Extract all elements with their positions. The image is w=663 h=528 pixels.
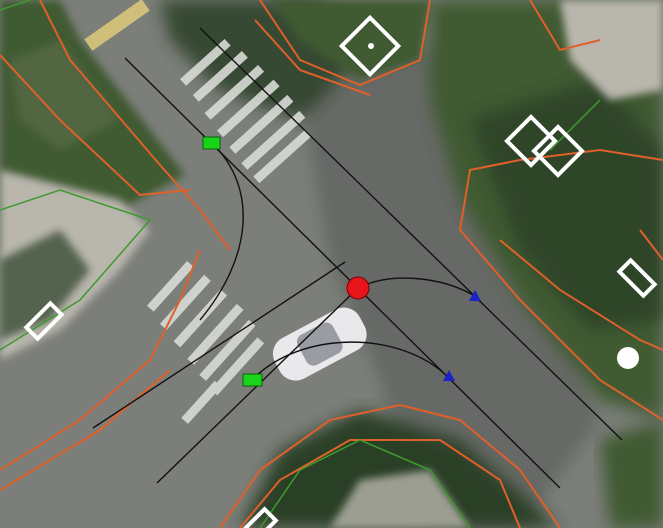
axis-line-c <box>92 261 346 429</box>
axis-line-a <box>124 57 561 489</box>
trees-right-dark <box>470 80 663 330</box>
white-diamond-icon[interactable] <box>243 506 279 528</box>
white-dot-icon[interactable] <box>368 43 374 49</box>
road-curves <box>199 142 476 381</box>
trees-bottom-right <box>600 420 663 528</box>
point-symbols[interactable] <box>23 14 658 528</box>
curve-center-right <box>357 277 476 297</box>
green-rectangle-icon[interactable] <box>202 136 221 150</box>
shadow-area <box>300 40 600 528</box>
axis-line-b <box>199 27 623 441</box>
building-bottom <box>330 470 470 528</box>
garden-top-left <box>10 40 120 150</box>
crosswalk-bottom <box>146 261 265 424</box>
block-left-trees <box>0 230 90 340</box>
white-diamond-icon[interactable] <box>531 124 585 178</box>
parked-car <box>272 307 367 381</box>
crosswalk-top <box>180 38 312 184</box>
curve-top-left <box>199 142 244 321</box>
building-top-right <box>560 0 663 100</box>
curve-markers[interactable] <box>202 136 481 387</box>
blue-triangle-icon[interactable] <box>443 370 455 381</box>
green-rectangle-icon[interactable] <box>242 373 263 387</box>
white-dot-icon[interactable] <box>617 347 639 369</box>
curve-lower <box>251 341 449 381</box>
curb-marking <box>84 0 150 51</box>
white-diamond-icon[interactable] <box>338 14 402 78</box>
red-circle-icon[interactable] <box>346 276 370 300</box>
white-diamond-icon[interactable] <box>23 300 65 342</box>
block-bottom <box>240 410 560 528</box>
green-boundaries <box>0 0 601 528</box>
white-diamond-icon[interactable] <box>616 257 658 299</box>
blue-triangle-icon[interactable] <box>469 290 481 301</box>
white-diamond-icon[interactable] <box>504 114 558 168</box>
